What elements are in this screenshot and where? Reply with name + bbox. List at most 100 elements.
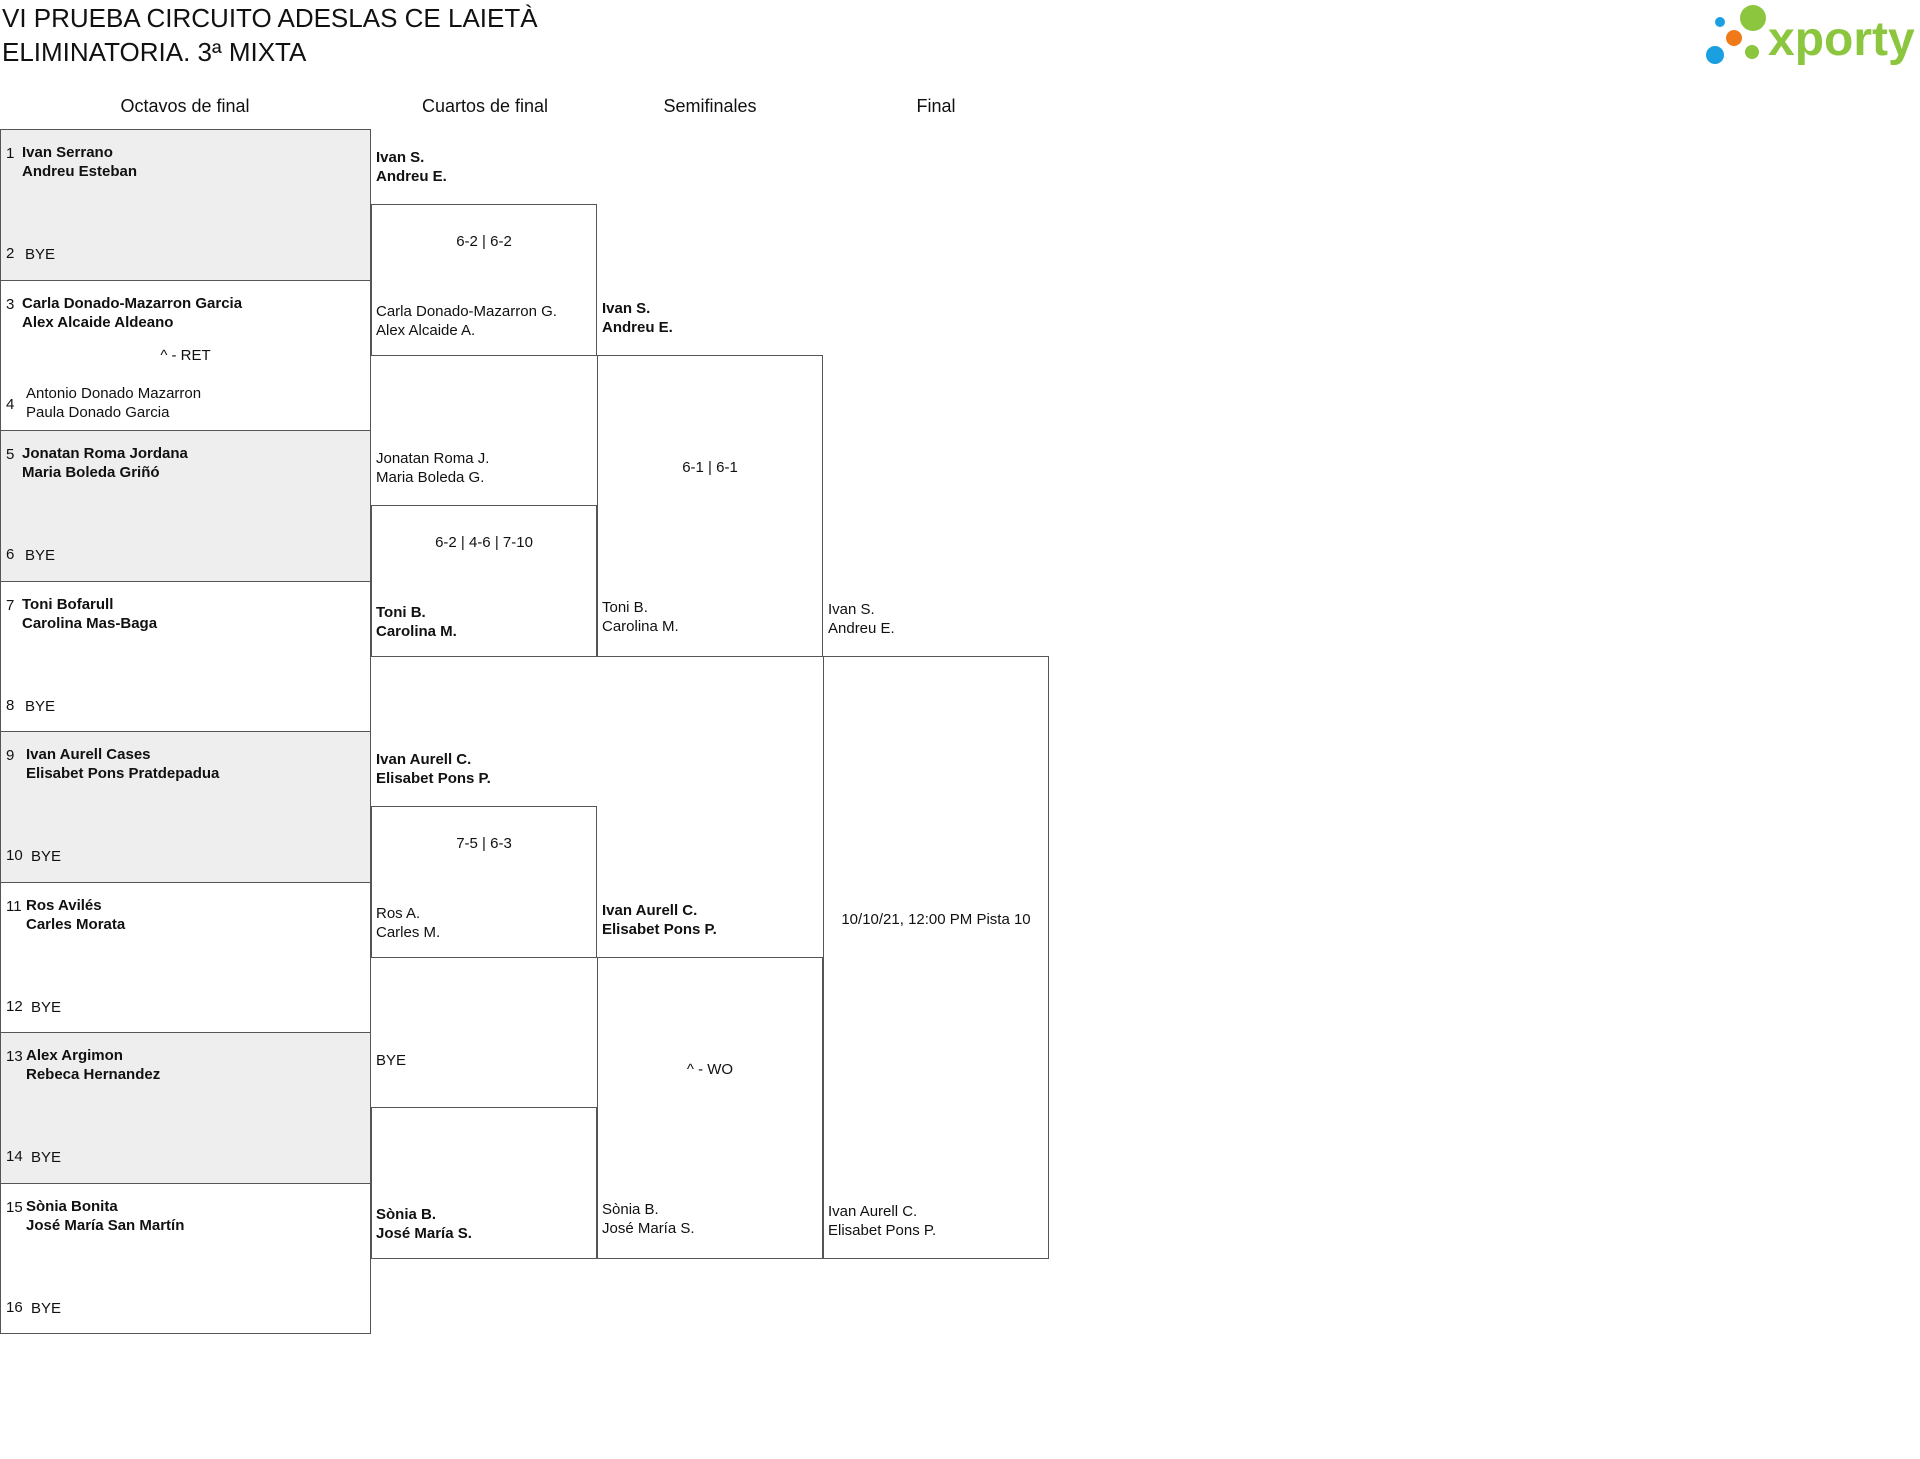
player-1-name: Jonatan Roma J. (376, 450, 490, 468)
player-2-name: José María San Martín (26, 1216, 185, 1234)
player-2-name: Carolina M. (376, 623, 457, 641)
seed-number: 2 (6, 245, 15, 262)
r16-entry: BYE (31, 1148, 61, 1167)
r16-entry: BYE (31, 1299, 61, 1318)
match-score: 6-1 | 6-1 (682, 458, 738, 476)
player-1-name: Ivan S. (376, 149, 425, 167)
r16-match-box (0, 430, 371, 582)
player-2-name: Maria Boleda Griñó (22, 464, 160, 481)
qf-match-box (371, 806, 597, 958)
seed-number: 6 (6, 546, 15, 563)
r16-match-box (0, 1032, 371, 1184)
match-score: 6-2 | 6-2 (456, 233, 512, 251)
r16-entry: BYE (25, 245, 55, 264)
seed-number: 10 (6, 847, 23, 864)
r16-entry: BYE (25, 546, 55, 565)
player-1-name: Carla Donado-Mazarron Garcia (22, 294, 243, 312)
player-2-name: Rebeca Hernandez (26, 1066, 161, 1083)
player-1-name: Ros Avilés (26, 896, 102, 914)
player-2-name: Elisabet Pons Pratdepadua (26, 765, 220, 782)
r16-match-box (0, 1182, 371, 1334)
player-2-name: José María S. (602, 1219, 695, 1237)
final-entry: Ivan S.Andreu E. (828, 600, 895, 638)
bye-label: BYE (25, 246, 56, 263)
bye-label: BYE (31, 1299, 62, 1317)
player-2-name: Andreu Esteban (22, 163, 138, 180)
player-2-name: Alex Alcaide Aldeano (22, 313, 174, 331)
player-1-name: Ivan Serrano (22, 144, 113, 161)
qf-entry: Ros A.Carles M. (376, 904, 440, 942)
bye-label: BYE (31, 1149, 62, 1166)
qf-entry: BYE (376, 1051, 406, 1070)
seed-number: 13 (6, 1048, 23, 1065)
draw-subtitle: ELIMINATORIA. 3ª MIXTA (2, 37, 307, 67)
round-header-final: Final (916, 96, 956, 116)
bye-label: BYE (31, 848, 62, 865)
qf-entry: Ivan S.Andreu E. (376, 148, 447, 186)
player-2-name: Andreu E. (828, 619, 895, 637)
qf-match-box (371, 204, 597, 356)
round-header-r16: Octavos de final (120, 96, 250, 116)
sf-entry: Sònia B.José María S. (602, 1200, 695, 1238)
sf-entry: Toni B.Carolina M. (602, 598, 679, 636)
bye-label: BYE (31, 998, 62, 1016)
seed-number: 5 (6, 446, 15, 463)
player-2-name: Elisabet Pons P. (828, 1221, 937, 1239)
qf-entry: Jonatan Roma J.Maria Boleda G. (376, 449, 489, 487)
match-score: 7-5 | 6-3 (456, 835, 512, 853)
player-2-name: Elisabet Pons P. (602, 920, 717, 938)
qf-entry: Sònia B.José María S. (376, 1205, 472, 1243)
seed-number: 12 (6, 997, 23, 1015)
player-1-name: Antonio Donado Mazarron (26, 384, 202, 402)
match-score: ^ - WO (686, 1060, 734, 1078)
sf-match-box (597, 956, 823, 1259)
qf-entry: Carla Donado-Mazarron G.Alex Alcaide A. (376, 302, 557, 340)
qf-match-box (371, 505, 597, 657)
sf-entry: Ivan Aurell C.Elisabet Pons P. (602, 901, 717, 939)
sf-match-box (597, 354, 823, 657)
seed-number: 15 (6, 1198, 23, 1216)
qf-entry: Ivan Aurell C.Elisabet Pons P. (376, 750, 491, 788)
player-1-name: Carla Donado-Mazarron G. (376, 303, 557, 321)
seed-number: 1 (6, 145, 15, 162)
player-2-name: Paula Donado Garcia (26, 403, 170, 421)
player-2-name: Andreu E. (602, 318, 673, 336)
player-1-name: Jonatan Roma Jordana (22, 445, 188, 462)
player-2-name: Carles Morata (26, 915, 126, 933)
qf-entry: Toni B.Carolina M. (376, 603, 457, 641)
seed-number: 11 (6, 897, 22, 915)
seed-number: 14 (6, 1148, 23, 1165)
player-1-name: Sònia B. (376, 1206, 437, 1224)
tournament-title: VI PRUEBA CIRCUITO ADESLAS CE LAIETÀ (2, 3, 538, 33)
player-1-name: Ros A. (376, 905, 421, 923)
round-header-qf: Cuartos de final (421, 96, 549, 116)
qf-match-box (371, 1107, 597, 1259)
player-2-name: Carolina M. (602, 617, 679, 635)
player-1-name: Toni B. (376, 604, 426, 622)
player-1-name: Ivan Aurell C. (376, 751, 472, 769)
seed-number: 16 (6, 1298, 23, 1316)
final-match-box (823, 655, 1049, 1259)
final-entry: Ivan Aurell C.Elisabet Pons P. (828, 1202, 936, 1240)
seed-number: 4 (6, 395, 15, 413)
r16-entry: BYE (25, 697, 55, 716)
r16-match-box (0, 129, 371, 281)
bye-label: BYE (25, 697, 56, 715)
player-2-name: Elisabet Pons P. (376, 770, 491, 788)
player-2-name: Alex Alcaide A. (376, 322, 476, 340)
match-score: ^ - RET (160, 346, 211, 364)
bye-label: BYE (25, 547, 56, 564)
player-2-name: José María S. (376, 1225, 472, 1243)
player-2-name: Andreu E. (376, 168, 447, 186)
player-1-name: Ivan S. (602, 299, 651, 317)
r16-entry: BYE (31, 847, 61, 866)
player-1-name: Toni B. (602, 598, 648, 616)
